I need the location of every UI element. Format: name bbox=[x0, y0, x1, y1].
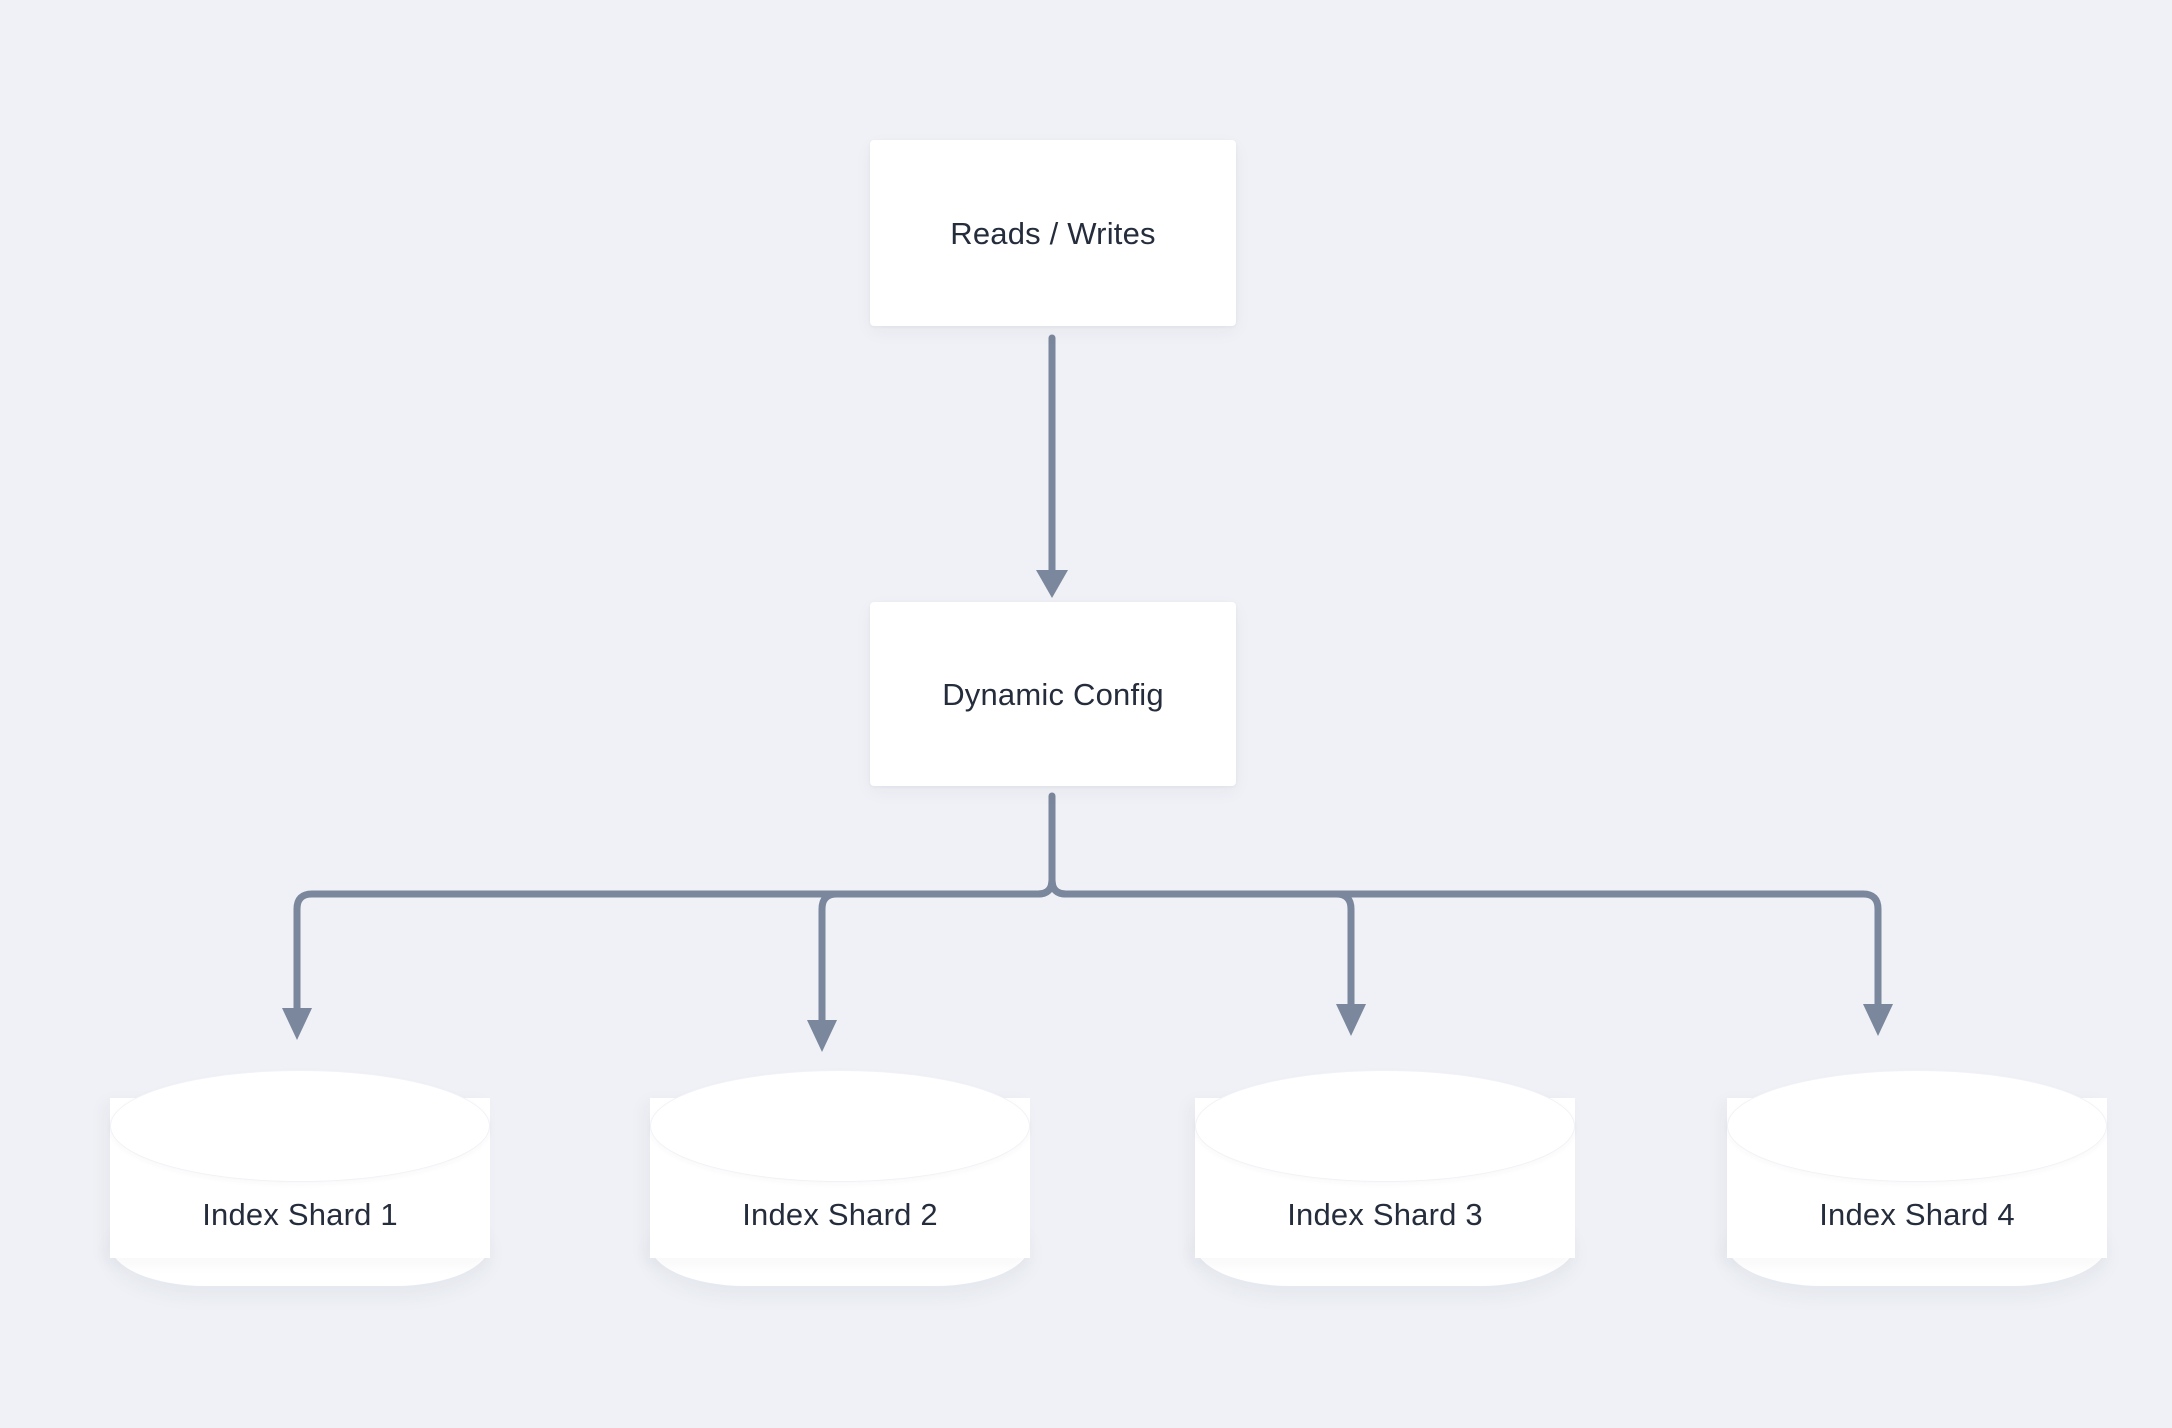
node-dynamic-config-label: Dynamic Config bbox=[942, 676, 1164, 712]
edge-router-to-shard-3 bbox=[1048, 876, 1366, 1036]
node-index-shard-4-label: Index Shard 4 bbox=[1819, 1197, 2015, 1232]
cylinder-top-ellipse bbox=[110, 1070, 490, 1182]
cylinder-top-ellipse bbox=[1727, 1070, 2107, 1182]
node-index-shard-3[interactable]: Index Shard 3 bbox=[1195, 1070, 1575, 1286]
edge-router-to-shard-2 bbox=[807, 876, 1056, 1052]
node-dynamic-config[interactable]: Dynamic Config bbox=[870, 602, 1236, 786]
node-reads-writes-label: Reads / Writes bbox=[950, 215, 1156, 251]
node-index-shard-4[interactable]: Index Shard 4 bbox=[1727, 1070, 2107, 1286]
node-index-shard-2-label: Index Shard 2 bbox=[742, 1197, 938, 1232]
cylinder-top-ellipse bbox=[1195, 1070, 1575, 1182]
node-index-shard-3-label: Index Shard 3 bbox=[1287, 1197, 1483, 1232]
node-reads-writes[interactable]: Reads / Writes bbox=[870, 140, 1236, 326]
node-index-shard-2[interactable]: Index Shard 2 bbox=[650, 1070, 1030, 1286]
node-index-shard-1-label: Index Shard 1 bbox=[202, 1197, 398, 1232]
edge-router-to-shard-4 bbox=[1048, 876, 1893, 1036]
cylinder-top-ellipse bbox=[650, 1070, 1030, 1182]
edge-router-to-shard-1 bbox=[282, 879, 1056, 1040]
edge-entry-to-router bbox=[1036, 334, 1068, 598]
node-index-shard-1[interactable]: Index Shard 1 bbox=[110, 1070, 490, 1286]
